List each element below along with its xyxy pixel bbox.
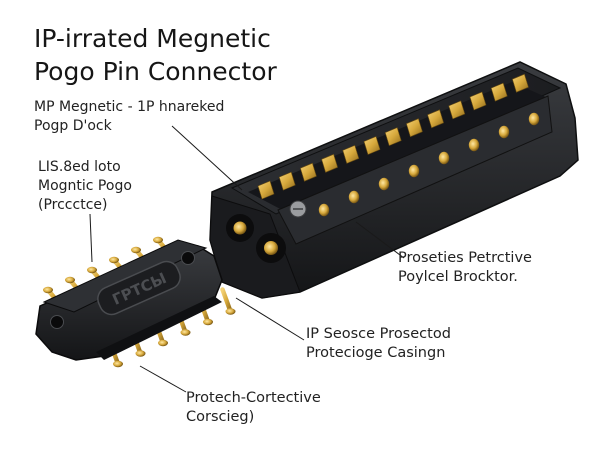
callout-casing-line-1: IP Seosce Prosectod xyxy=(306,326,451,342)
dock-gold-contact xyxy=(427,109,444,129)
dock-contact-row xyxy=(257,73,529,200)
magnetic-pogo-plug: ГРТСЫ xyxy=(35,236,236,368)
dock-gold-contact xyxy=(257,180,275,200)
leader-casing xyxy=(235,297,305,341)
dock-receptacle xyxy=(209,61,579,299)
dock-gold-contact xyxy=(321,153,338,173)
callout-corrosion-line-2: Corscieg) xyxy=(186,409,255,425)
callout-corrosion: Protech-Cortective Corscieg) xyxy=(186,389,321,427)
dock-gold-contact xyxy=(363,136,381,155)
plug-hole-right xyxy=(181,251,195,265)
callout-sealed-line-3: (Prccctce) xyxy=(38,197,108,213)
dock-gold-pad xyxy=(498,125,510,139)
dock-gold-pad xyxy=(348,190,360,204)
plug-gold-pin xyxy=(220,287,236,315)
leader-protective-right xyxy=(355,221,405,259)
dock-gold-pad xyxy=(528,112,540,126)
callout-corrosion-line-1: Protech-Cortective xyxy=(186,390,321,406)
callout-sealed: LIS.8ed loto Mogntic Pogo (Prccctce) xyxy=(38,158,132,215)
dock-gold-contact xyxy=(278,171,296,191)
dock-gold-pad xyxy=(408,164,420,178)
plug-hole-left xyxy=(50,315,64,329)
dock-gold-pad xyxy=(468,138,480,152)
callout-dock: MP Megnetic - 1P hnareked Pogp D'ock xyxy=(34,98,224,136)
dock-gold-contact xyxy=(469,91,487,111)
front-contact-left xyxy=(226,214,254,242)
screw-icon xyxy=(289,200,307,218)
callout-dock-line-2: Pogp D'ock xyxy=(34,118,112,134)
dock-gold-pad xyxy=(318,203,330,217)
callout-protective-line-1: Proseties Petrctive xyxy=(398,250,532,266)
callout-protective-line-2: Poylcel Brocktor. xyxy=(398,269,518,285)
dock-gold-contact xyxy=(490,82,508,102)
callout-dock-line-1: MP Megnetic - 1P hnareked xyxy=(34,99,225,115)
dock-gold-contact xyxy=(448,100,466,120)
dock-gold-pad xyxy=(378,177,390,191)
callout-sealed-line-1: LIS.8ed loto xyxy=(38,159,121,175)
callout-sealed-line-2: Mogntic Pogo xyxy=(38,178,132,194)
callout-protective-right: Proseties Petrctive Poylcel Brocktor. xyxy=(398,249,532,287)
dock-gold-pad xyxy=(438,151,450,165)
dock-gold-contact xyxy=(406,118,423,138)
leader-corrosion xyxy=(139,365,187,393)
dock-gold-contact xyxy=(342,144,360,164)
leader-lines xyxy=(89,125,405,393)
dock-gold-contact xyxy=(512,73,529,93)
front-contact-right xyxy=(256,233,286,263)
leader-sealed xyxy=(89,213,93,263)
callout-casing-line-2: Protecioge Casingn xyxy=(306,345,446,361)
dock-gold-contact xyxy=(300,162,317,182)
leader-dock xyxy=(171,125,243,191)
page-title: IP-irrated Megnetic Pogo Pin Connector xyxy=(34,22,277,88)
title-line-2: Pogo Pin Connector xyxy=(34,57,277,86)
title-line-1: IP-irrated Megnetic xyxy=(34,24,271,53)
dock-gold-contact xyxy=(384,127,402,147)
dock-pad-row xyxy=(318,112,540,217)
callout-casing: IP Seosce Prosectod Protecioge Casingn xyxy=(306,325,451,363)
